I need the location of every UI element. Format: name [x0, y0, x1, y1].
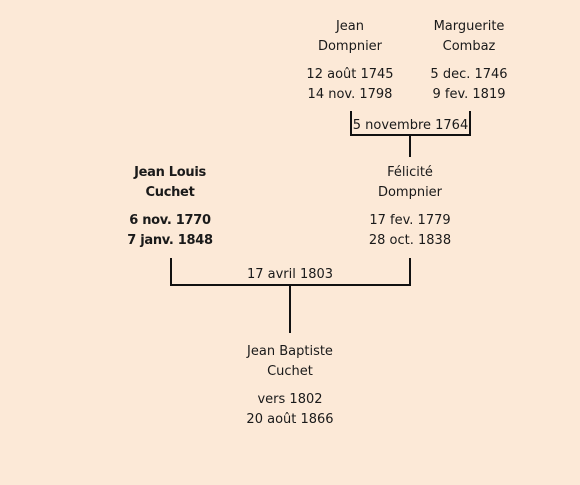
person-first-name: Jean [335, 19, 365, 34]
marriage-line-right [469, 111, 471, 136]
person-jean-louis-cuchet[interactable]: Jean Louis Cuchet 6 nov. 1770 7 janv. 18… [110, 163, 230, 251]
person-death-date: 7 janv. 1848 [127, 233, 213, 248]
person-death-date: 9 fev. 1819 [432, 87, 506, 102]
person-jean-baptiste-cuchet[interactable]: Jean Baptiste Cuchet vers 1802 20 août 1… [225, 342, 355, 430]
marriage-line-left [350, 111, 352, 136]
person-jean-dompnier[interactable]: Jean Dompnier 12 août 1745 14 nov. 1798 [300, 17, 400, 105]
person-death-date: 20 août 1866 [246, 412, 334, 427]
marriage-line-bottom [170, 284, 411, 286]
marriage-date: 17 avril 1803 [246, 267, 334, 282]
person-birth-date: 17 fev. 1779 [369, 213, 451, 228]
marriage-line-bottom [350, 134, 471, 136]
person-first-name: Jean Baptiste [247, 344, 333, 359]
descent-line [409, 136, 411, 157]
person-last-name: Combaz [442, 39, 496, 54]
marriage-date: 5 novembre 1764 [352, 118, 469, 133]
person-first-name: Félicité [387, 165, 433, 180]
person-birth-date: 5 dec. 1746 [430, 67, 508, 82]
person-marguerite-combaz[interactable]: Marguerite Combaz 5 dec. 1746 9 fev. 181… [419, 17, 519, 105]
person-last-name: Dompnier [317, 39, 383, 54]
person-felicite-dompnier[interactable]: Félicité Dompnier 17 fev. 1779 28 oct. 1… [360, 163, 460, 251]
person-last-name: Cuchet [267, 364, 313, 379]
descent-line [289, 286, 291, 333]
marriage-line-right [409, 258, 411, 286]
person-birth-date: 6 nov. 1770 [129, 213, 211, 228]
person-last-name: Cuchet [145, 185, 195, 200]
person-birth-date: vers 1802 [257, 392, 323, 407]
person-last-name: Dompnier [377, 185, 443, 200]
person-first-name: Jean Louis [134, 165, 206, 180]
person-death-date: 14 nov. 1798 [307, 87, 393, 102]
person-death-date: 28 oct. 1838 [368, 233, 452, 248]
marriage-line-left [170, 258, 172, 286]
person-birth-date: 12 août 1745 [306, 67, 394, 82]
person-first-name: Marguerite [433, 19, 505, 34]
